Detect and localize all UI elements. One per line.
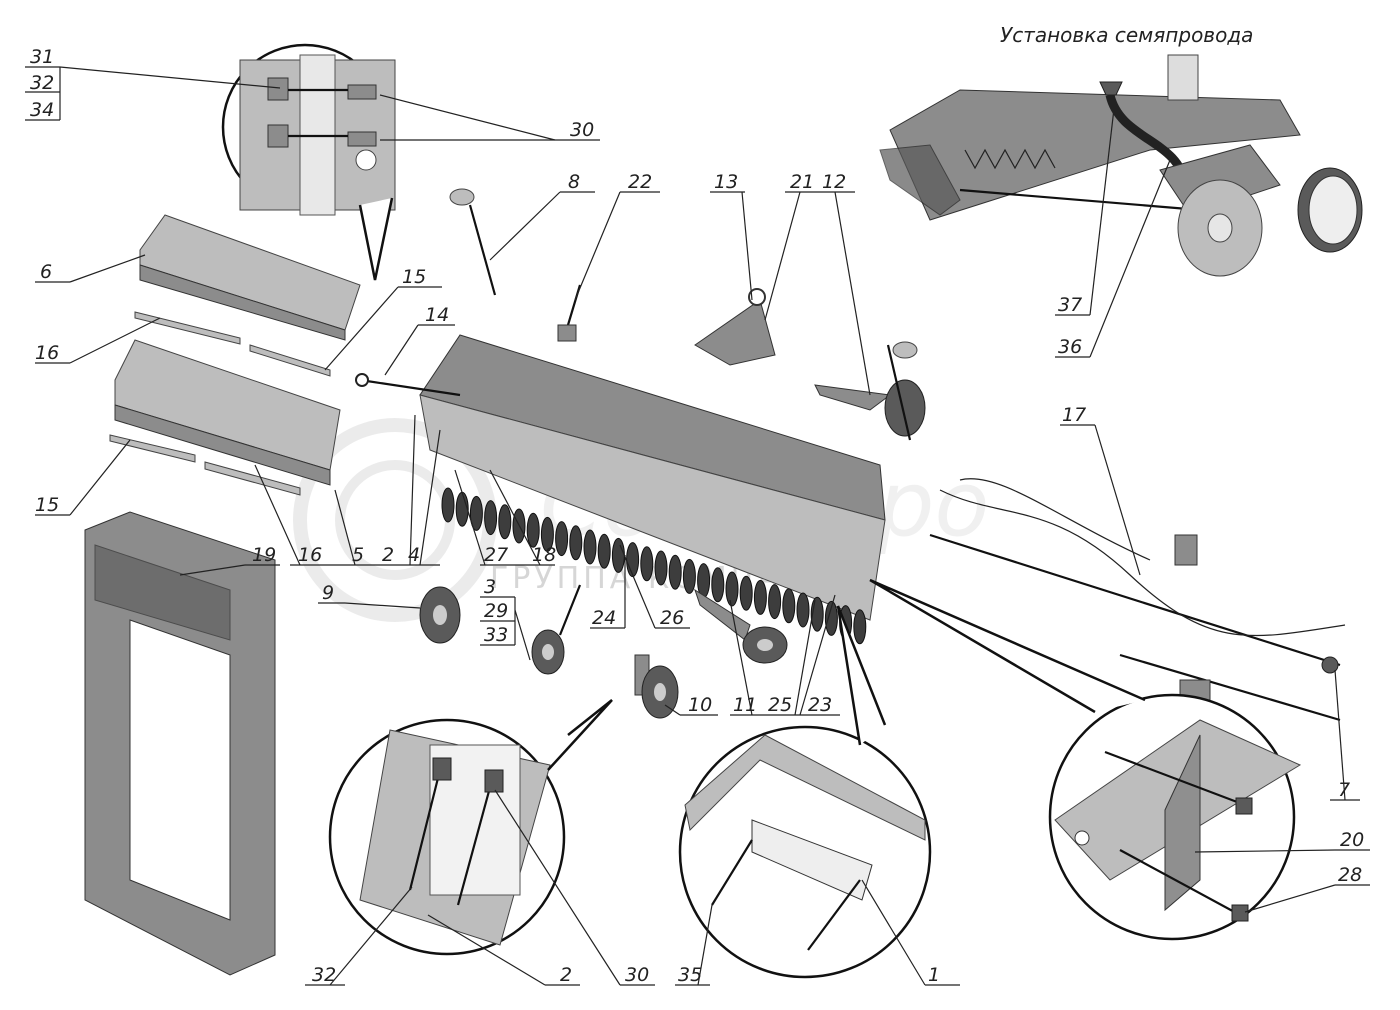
detail-view-bottom-middle: [678, 605, 932, 979]
seeding-disc: [455, 491, 469, 527]
seeding-disc: [753, 579, 767, 615]
seeder-frame: [355, 334, 886, 621]
seeding-disc: [555, 521, 569, 557]
label-34: 34: [30, 99, 54, 121]
seeding-disc: [484, 500, 498, 536]
label-33: 33: [484, 624, 508, 646]
label-5: 5: [352, 544, 364, 566]
hose-assembly: [929, 478, 1346, 722]
wheel-3: [531, 584, 582, 675]
label-30: 30: [570, 119, 594, 141]
label-28: 28: [1338, 864, 1362, 886]
seed-box-upper: [139, 214, 361, 341]
seeding-disc: [654, 550, 668, 586]
label-9: 9: [322, 582, 334, 604]
detail-view-bottom-right: [869, 578, 1302, 941]
seeding-disc: [796, 592, 810, 628]
seeding-disc: [583, 529, 597, 565]
label-14: 14: [425, 304, 449, 326]
label-2: 2: [382, 544, 394, 566]
mechanism-22: [557, 284, 582, 342]
wheel-10: [634, 654, 679, 719]
label-16: 16: [35, 342, 59, 364]
label-1: 1: [928, 964, 940, 986]
label-30: 30: [625, 964, 649, 986]
label-16: 16: [298, 544, 322, 566]
label-11: 11: [733, 694, 757, 716]
label-17: 17: [1062, 404, 1086, 426]
disc-row: [441, 487, 867, 645]
seeding-disc: [611, 537, 625, 573]
label-7: 7: [1338, 779, 1350, 801]
label-32: 32: [30, 72, 54, 94]
label-15: 15: [402, 266, 426, 288]
seeding-disc: [526, 512, 540, 548]
label-4: 4: [408, 544, 420, 566]
seeding-disc: [739, 575, 753, 611]
label-29: 29: [484, 600, 508, 622]
label-31: 31: [30, 46, 54, 68]
label-35: 35: [678, 964, 702, 986]
label-32: 32: [312, 964, 336, 986]
label-13: 13: [714, 171, 738, 193]
label-3: 3: [484, 576, 496, 598]
label-36: 36: [1058, 336, 1082, 358]
seeding-disc: [640, 546, 654, 582]
seeding-disc: [782, 588, 796, 624]
label-22: 22: [628, 171, 652, 193]
label-10: 10: [688, 694, 712, 716]
label-18: 18: [532, 544, 556, 566]
label-21: 21: [790, 171, 814, 193]
label-6: 6: [40, 261, 52, 283]
label-8: 8: [568, 171, 580, 193]
seeding-disc: [668, 554, 682, 590]
leader-lines: [25, 66, 1370, 986]
seeding-disc: [853, 609, 867, 645]
seed-box-lower: [114, 339, 341, 486]
part-labels: 31 32 34 30 6 15 14 16 15 8 22 13 21 12 …: [30, 46, 1364, 986]
transport-stand: [84, 511, 276, 976]
marker-arm-8: [449, 188, 497, 296]
seeding-disc: [824, 600, 838, 636]
wheel-12: [814, 341, 926, 441]
label-23: 23: [808, 694, 832, 716]
diagram-title: Установка семяпровода: [1000, 23, 1253, 47]
label-24: 24: [592, 607, 616, 629]
seeding-disc: [626, 542, 640, 578]
label-19: 19: [252, 544, 276, 566]
seeding-disc: [540, 516, 554, 552]
seed-tube-detail: [879, 54, 1363, 277]
label-15: 15: [35, 494, 59, 516]
seeding-disc: [711, 567, 725, 603]
label-25: 25: [768, 694, 792, 716]
seeding-disc: [682, 558, 696, 594]
seeding-disc: [469, 495, 483, 531]
label-27: 27: [484, 544, 508, 566]
seal-strips: [109, 311, 331, 496]
detail-view-top: [221, 43, 396, 281]
seeding-disc: [569, 525, 583, 561]
detail-view-bottom-left: [328, 699, 613, 956]
wheel-9: [419, 586, 461, 644]
label-20: 20: [1340, 829, 1364, 851]
seeding-disc: [768, 584, 782, 620]
seeding-disc: [725, 571, 739, 607]
seeding-disc: [597, 533, 611, 569]
seeding-disc: [441, 487, 455, 523]
label-37: 37: [1058, 294, 1082, 316]
label-12: 12: [822, 171, 846, 193]
seeding-disc: [498, 504, 512, 540]
label-26: 26: [660, 607, 684, 629]
hitch-13: [694, 288, 776, 366]
label-2: 2: [560, 964, 572, 986]
wheel-11: [694, 588, 788, 664]
